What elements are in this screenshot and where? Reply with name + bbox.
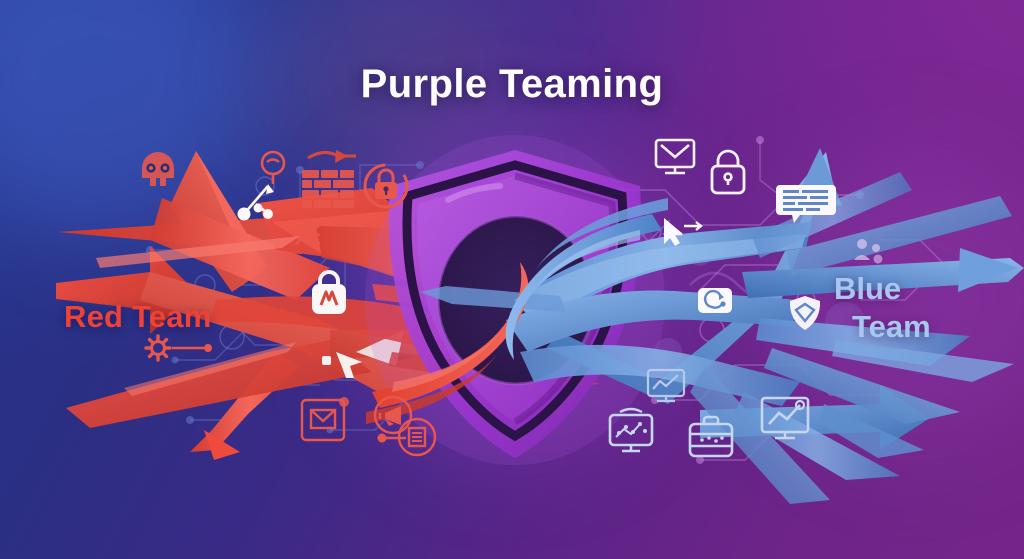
location-pin-icon [260, 150, 286, 184]
users-nodes-icon [854, 239, 883, 264]
skull-icon [142, 152, 174, 186]
cursor-swap-icon [663, 218, 703, 246]
toolbox-icon [688, 415, 734, 458]
phishing-email-icon [300, 397, 349, 442]
blue-team-label: Blue Team [834, 270, 931, 346]
cursor-arrow-icon [322, 352, 362, 378]
document-icon [377, 417, 437, 457]
megaphone-icon [373, 395, 413, 435]
monitor-analytics-icon [608, 407, 654, 453]
firewall-brick-wall-icon [302, 150, 356, 208]
chart-frame-icon [760, 396, 810, 440]
shield-check-icon [789, 296, 821, 330]
log-console-icon [776, 185, 836, 223]
monitor-analytics-icon [646, 368, 686, 403]
email-monitor-icon [654, 138, 696, 175]
blue-team-label-line2: Team [852, 309, 931, 344]
search-loop-icon [698, 288, 732, 313]
red-team-label: Red Team [64, 299, 212, 334]
network-graph-icon [237, 184, 274, 221]
breach-arrow-icon [307, 150, 356, 163]
lock-bag-icon [312, 270, 346, 314]
padlock-icon [710, 149, 746, 195]
gear-icon [144, 334, 212, 362]
page-title: Purple Teaming [360, 62, 664, 106]
blue-team-label-line1: Blue [834, 271, 902, 306]
padlock-refresh-icon [363, 163, 409, 209]
bug-icon [295, 219, 321, 245]
